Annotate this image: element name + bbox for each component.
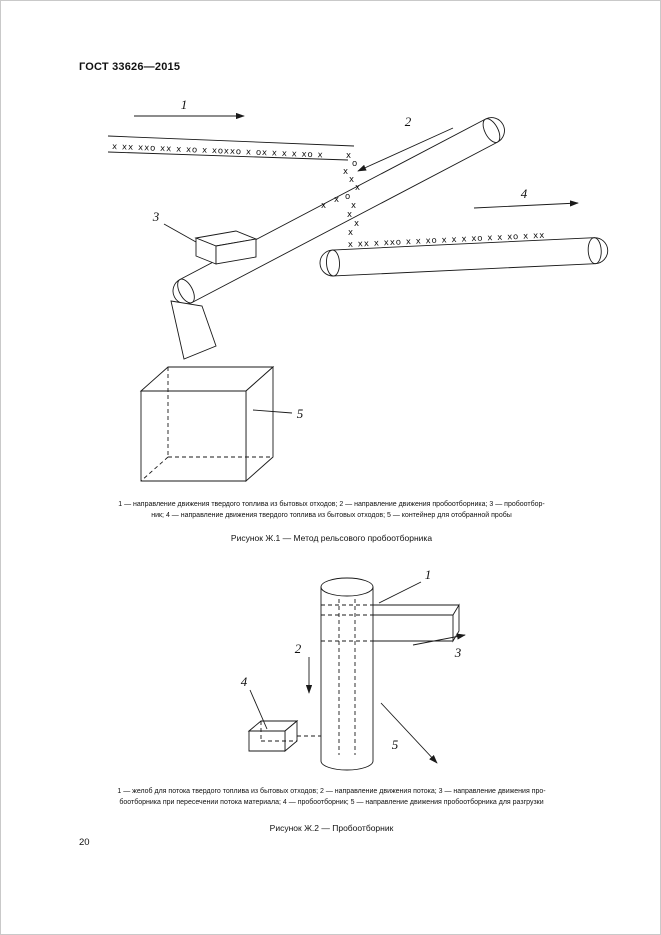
label-5-leader: [252, 409, 293, 414]
figure-label-4: 4: [521, 186, 528, 201]
caption-line: боотборника при пересечении потока матер…: [119, 799, 544, 806]
figure-label-4: 4: [241, 674, 248, 689]
caption-line: 1 — направление движения твердого топлив…: [118, 501, 545, 508]
sampler-box-front-face: [215, 238, 257, 265]
page-number: 20: [79, 837, 90, 848]
material-grain-o: o: [345, 192, 350, 202]
figure-zh2-title: Рисунок Ж.2 — Пробоотборник: [269, 823, 394, 833]
traverse-arrow-3: 3: [412, 633, 466, 660]
label-5-group: 5: [252, 406, 304, 421]
arrow-2-line: [357, 127, 454, 172]
material-grain-x: x: [348, 228, 353, 238]
inclined-belt-roller-right: [482, 118, 501, 143]
material-grain-x: x: [355, 183, 360, 193]
discharge-chute: [170, 300, 217, 360]
unloading-arrow-5: 5: [380, 702, 438, 764]
material-grain-x: x: [351, 201, 356, 211]
label-1-leader: [378, 581, 422, 604]
material-grain-x: x: [334, 195, 339, 205]
figure-label-1: 1: [425, 567, 432, 582]
stream-bottom-edge: [107, 151, 349, 161]
caption-line: 1 — желоб для потока твердого топлива из…: [117, 788, 546, 795]
figure-zh2-diagram: 1 2 3 4 5: [241, 567, 466, 771]
figure-zh1-title: Рисунок Ж.1 — Метод рельсового пробоотбо…: [230, 533, 433, 543]
inclined-belt-roller-left: [177, 278, 195, 304]
chute-top-rim: [320, 577, 374, 597]
label-4-group: 4: [241, 674, 268, 730]
flow-arrow-1: 1: [134, 97, 245, 120]
lower-belt-roller-right: [587, 237, 602, 265]
figure-label-3: 3: [454, 645, 462, 660]
label-3-leader: [163, 223, 197, 243]
sampler-channel: [321, 603, 460, 643]
document-header: ГОСТ 33626—2015: [79, 61, 181, 73]
falling-material: x o x x x o x x x x x x: [321, 151, 360, 238]
lower-belt-roller-left: [326, 249, 340, 277]
channel-end-section: [452, 603, 460, 643]
figure-label-2: 2: [405, 114, 412, 129]
material-grain-x: x: [346, 151, 351, 161]
figure-zh1-diagram: 1 x xx xxo xx x xo x xoxxo x ox x x x xo…: [107, 97, 609, 483]
cube-front-face: [140, 390, 247, 482]
label-3-group: 3: [152, 209, 197, 243]
arrow-3-line: [412, 633, 466, 646]
sampler-box-front-face: [248, 730, 286, 752]
flow-arrow-2: 2: [295, 641, 313, 694]
figure-label-3: 3: [152, 209, 160, 224]
material-grain-x: x: [321, 201, 326, 211]
figure-zh2-caption: 1 — желоб для потока твердого топлива из…: [41, 786, 622, 808]
top-material-stream: x xx xxo xx x xo x xoxxo x ox x x x xo x: [107, 135, 355, 161]
label-1-group: 1: [378, 567, 432, 604]
material-grain-x: x: [347, 210, 352, 220]
figure-zh1-caption: 1 — направление движения твердого топлив…: [41, 499, 622, 521]
flow-arrow-4: 4: [473, 186, 579, 209]
material-grain-o: o: [352, 159, 357, 169]
cube-hidden-edge-left: [140, 456, 169, 482]
chute-bottom-arc: [320, 760, 374, 771]
lower-belt-body: [319, 237, 609, 277]
material-grain-x: x: [349, 175, 354, 185]
inclined-conveyor: [172, 117, 505, 305]
sample-container: [139, 365, 275, 483]
lower-conveyor: [319, 237, 609, 277]
sampler-arrow-2: 2: [357, 114, 454, 172]
stream-top-edge: [107, 135, 355, 147]
sampler-box: [194, 230, 258, 265]
stream-material-texture: x xx xxo xx x xo x xoxxo x ox x x x xo x: [112, 142, 324, 160]
sampler-box: [247, 720, 321, 752]
inclined-belt-body: [172, 117, 505, 305]
vertical-chute: [320, 577, 374, 771]
material-grain-x: x: [343, 167, 348, 177]
material-grain-x: x: [354, 219, 359, 229]
figure-label-1: 1: [181, 97, 188, 112]
arrow-5-line: [380, 702, 438, 764]
arrow-4-line: [473, 200, 579, 209]
label-4-leader: [249, 689, 268, 730]
figure-label-5: 5: [297, 406, 304, 421]
figure-label-5: 5: [392, 737, 399, 752]
caption-line: ник; 4 — направление движения твердого т…: [151, 512, 512, 519]
figure-label-2: 2: [295, 641, 302, 656]
